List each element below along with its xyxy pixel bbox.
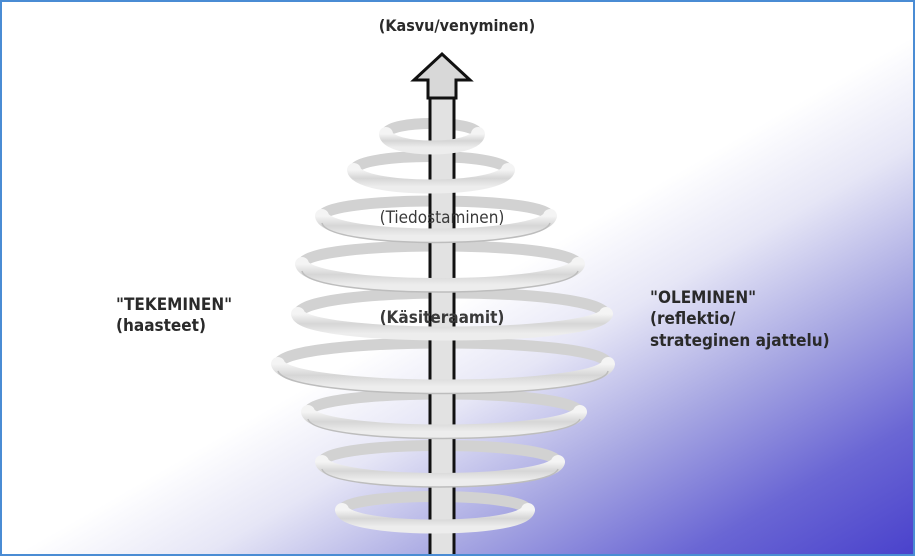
coil-9-front bbox=[335, 503, 535, 534]
being-subtitle-2: strateginen ajattelu) bbox=[650, 330, 830, 351]
growth-label: (Kasvu/venyminen) bbox=[378, 16, 536, 35]
doing-label: "TEKEMINEN" (haasteet) bbox=[116, 295, 232, 338]
doing-subtitle: (haasteet) bbox=[116, 316, 206, 337]
being-title: "OLEMINEN" bbox=[650, 288, 757, 308]
spiral-front bbox=[271, 127, 615, 534]
awareness-label: (Tiedostaminen) bbox=[379, 208, 505, 228]
coil-5-front bbox=[291, 307, 613, 341]
coil-3-front bbox=[315, 209, 557, 243]
arrow-head bbox=[410, 51, 474, 100]
coil-2-front bbox=[347, 163, 515, 194]
concepts-label: (Käsiteraamit) bbox=[379, 308, 505, 328]
coil-1-front bbox=[379, 127, 485, 155]
coil-8-front bbox=[315, 455, 565, 487]
being-label: "OLEMINEN" (reflektio/ strateginen ajatt… bbox=[650, 288, 830, 352]
coil-4-front bbox=[295, 257, 585, 292]
spiral-edges bbox=[277, 222, 609, 488]
being-subtitle-1: (reflektio/ bbox=[650, 309, 736, 330]
doing-title: "TEKEMINEN" bbox=[116, 295, 233, 315]
coil-7-front bbox=[301, 405, 587, 439]
coil-6-front bbox=[271, 357, 615, 394]
